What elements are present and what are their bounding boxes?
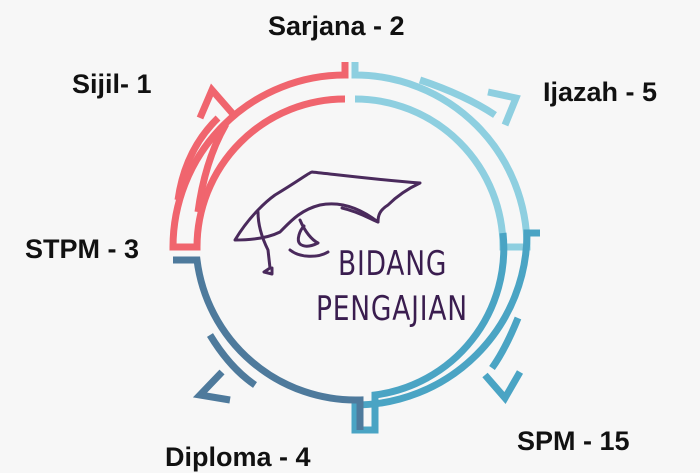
label-sijil: Sijil- 1 [72, 69, 152, 99]
label-spm: SPM - 15 [517, 426, 630, 456]
arc-spm [351, 229, 540, 434]
label-ijazah: Ijazah - 5 [543, 77, 658, 107]
label-stpm: STPM - 3 [25, 234, 140, 264]
label-diploma: Diploma - 4 [165, 442, 311, 472]
arc-sijil [169, 62, 349, 251]
center-title-line2: PENGAJIAN [316, 289, 468, 329]
center-title-line1: BIDANG [338, 244, 448, 284]
label-sarjana: Sarjana - 2 [268, 11, 405, 41]
arc-diploma [173, 256, 364, 430]
arc-ijazah [351, 62, 531, 251]
graduation-cap-icon [233, 170, 422, 276]
